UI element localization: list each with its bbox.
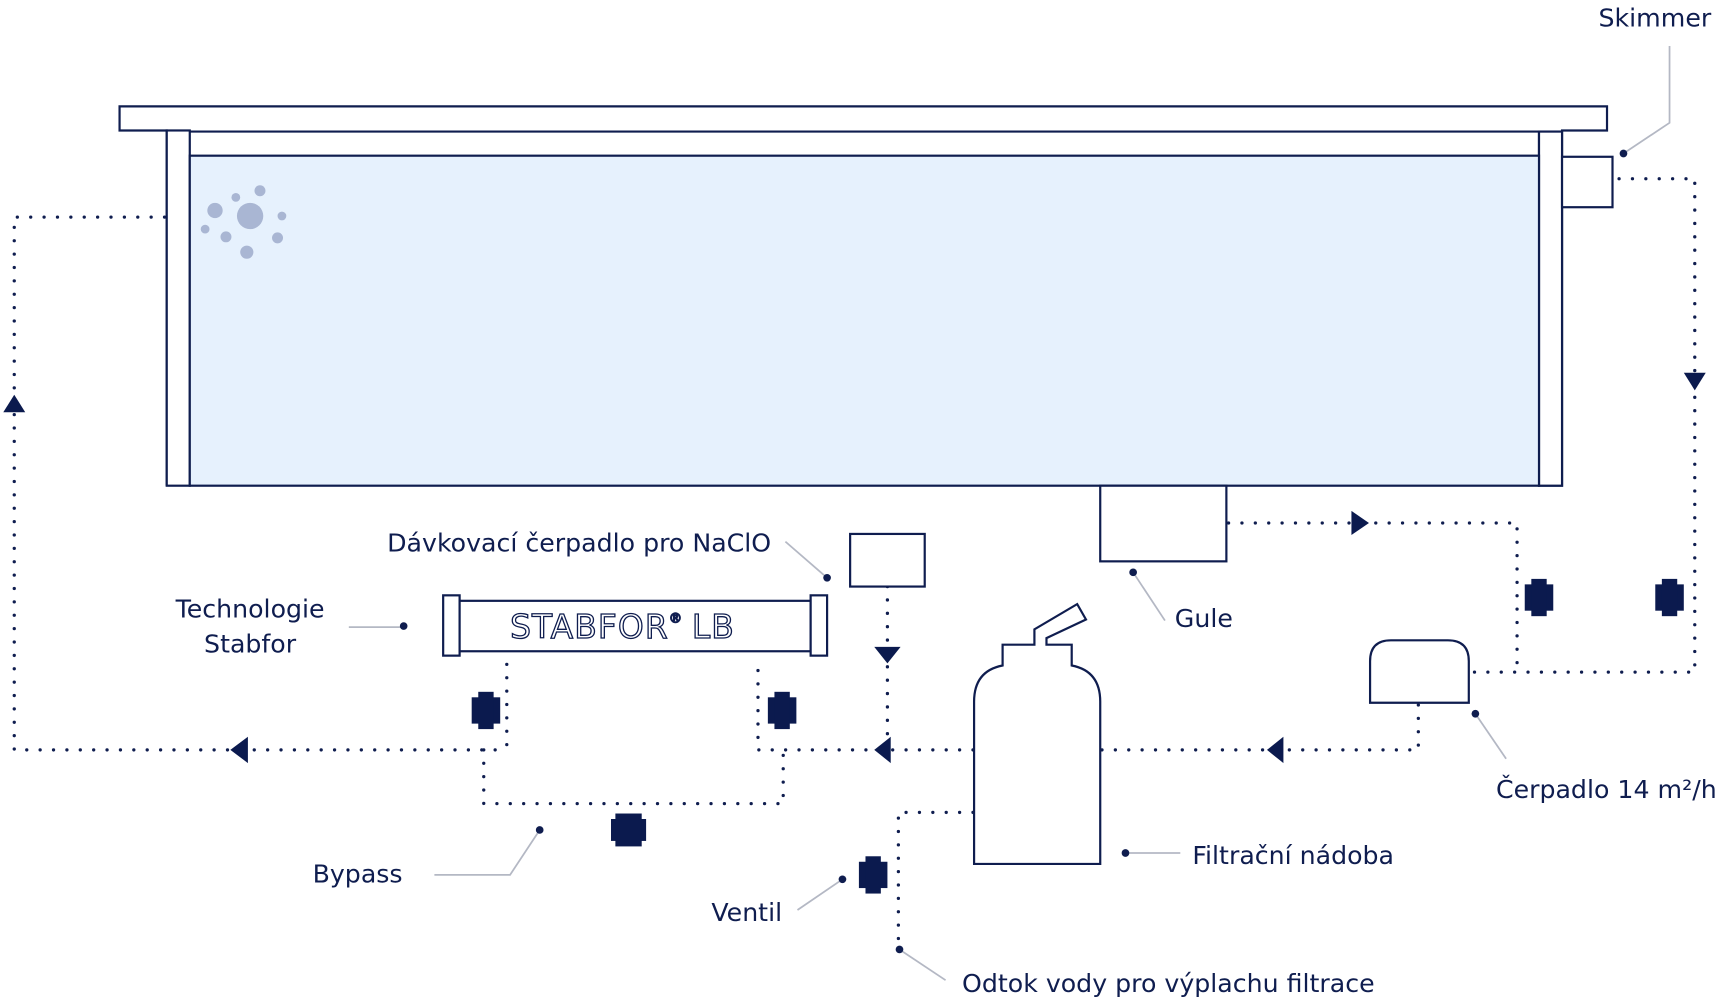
pipe-skimmer-down <box>1468 177 1697 674</box>
label-pump: Čerpadlo 14 m²/h <box>1496 774 1717 804</box>
pipe-drain <box>896 810 975 951</box>
valve-icon[interactable] <box>858 856 888 894</box>
pipe-bypass <box>482 748 785 806</box>
label-technology-line2: Stabfor <box>204 629 297 658</box>
valve-icon[interactable] <box>1655 578 1684 617</box>
flow-arrow-icon <box>1683 372 1706 391</box>
flow-arrow-icon <box>230 736 248 764</box>
label-filter: Filtrační nádoba <box>1192 841 1394 870</box>
pool <box>118 105 1614 563</box>
skimmer-box <box>1560 155 1614 209</box>
pump <box>1368 639 1470 704</box>
pool-water <box>188 154 1541 487</box>
label-valve: Ventil <box>711 898 782 927</box>
leaders <box>348 46 1671 981</box>
stabfor-device: STABFOR®LB <box>442 594 829 657</box>
label-dosing-pump: Dávkovací čerpadlo pro NaClO <box>387 528 771 557</box>
label-technology-line1: Technologie <box>175 594 325 623</box>
flow-arrows <box>3 372 1706 764</box>
gule-box <box>1099 484 1228 563</box>
pool-wall-left <box>165 129 191 487</box>
labels: Skimmer Dávkovací čerpadlo pro NaClO Tec… <box>175 3 1717 998</box>
valves <box>471 578 1684 894</box>
valve-icon[interactable] <box>471 691 501 730</box>
pipe-filter-to-device <box>756 662 975 752</box>
label-bypass: Bypass <box>313 860 403 889</box>
flow-arrow-icon <box>874 736 891 764</box>
pool-wall-right <box>1537 130 1564 487</box>
pipe-pump-to-filter <box>1098 703 1420 752</box>
label-gule: Gule <box>1175 604 1233 633</box>
bubbles-icon <box>200 185 287 259</box>
dosing-pump <box>849 532 926 588</box>
pipes <box>12 177 1697 951</box>
label-drain: Odtok vody pro výplachu filtrace <box>962 969 1375 998</box>
valve-icon[interactable] <box>1524 578 1554 617</box>
pipe-gule-out <box>1226 521 1519 674</box>
flow-arrow-icon <box>1351 510 1369 536</box>
label-skimmer: Skimmer <box>1599 3 1712 32</box>
flow-arrow-icon <box>1266 736 1284 764</box>
filter-vessel <box>972 602 1102 866</box>
flow-arrow-icon <box>874 646 901 664</box>
device-brand: STABFOR®LB <box>510 607 735 646</box>
valve-icon[interactable] <box>610 813 647 847</box>
flow-arrow-icon <box>3 394 26 413</box>
valve-icon[interactable] <box>767 691 797 730</box>
